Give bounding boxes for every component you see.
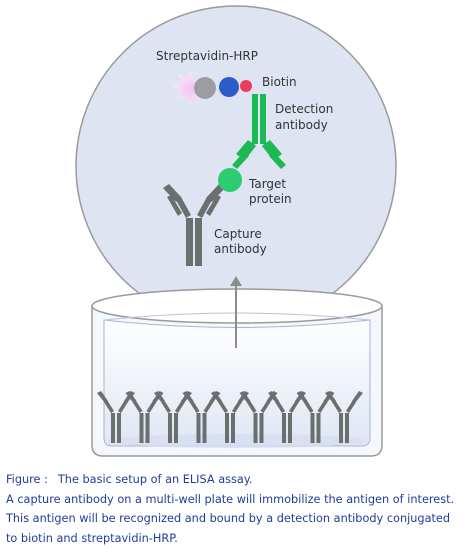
detection-antibody	[232, 94, 286, 169]
caption-title: The basic setup of an ELISA assay.	[57, 473, 253, 486]
plate-antibodies	[97, 391, 363, 443]
capture-antibody	[163, 184, 225, 266]
biotin	[240, 80, 252, 92]
label-streptavidin-hrp: Streptavidin-HRP	[156, 49, 258, 63]
label-detection-antibody-2: antibody	[275, 118, 328, 132]
caption-label: Figure :	[6, 473, 48, 486]
label-detection-antibody-1: Detection	[275, 102, 333, 116]
plate-antibody	[211, 391, 249, 443]
label-capture-antibody-2: antibody	[214, 242, 267, 256]
streptavidin-hrp	[172, 72, 239, 106]
plate-antibody	[325, 391, 363, 443]
target-protein	[218, 168, 242, 192]
caption-line-4: to biotin and streptavidin-HRP.	[6, 531, 178, 545]
label-biotin: Biotin	[262, 75, 297, 89]
elisa-diagram: Streptavidin-HRP Biotin Detection antibo…	[75, 5, 397, 457]
plate-antibody	[97, 391, 135, 443]
label-target-protein-1: Target	[248, 177, 286, 191]
connector-arrow	[230, 276, 242, 348]
caption-title-line: Figure : The basic setup of an ELISA assa…	[6, 470, 468, 490]
label-target-protein-2: protein	[249, 192, 292, 206]
plate-antibody	[154, 391, 192, 443]
plate-antibody	[182, 391, 221, 443]
caption-line-2: A capture antibody on a multi-well plate…	[6, 492, 455, 506]
label-capture-antibody-1: Capture	[214, 227, 262, 241]
caption-line-3: This antigen will be recognized and boun…	[6, 512, 451, 525]
figure-caption: Figure : The basic setup of an ELISA assa…	[6, 470, 468, 548]
